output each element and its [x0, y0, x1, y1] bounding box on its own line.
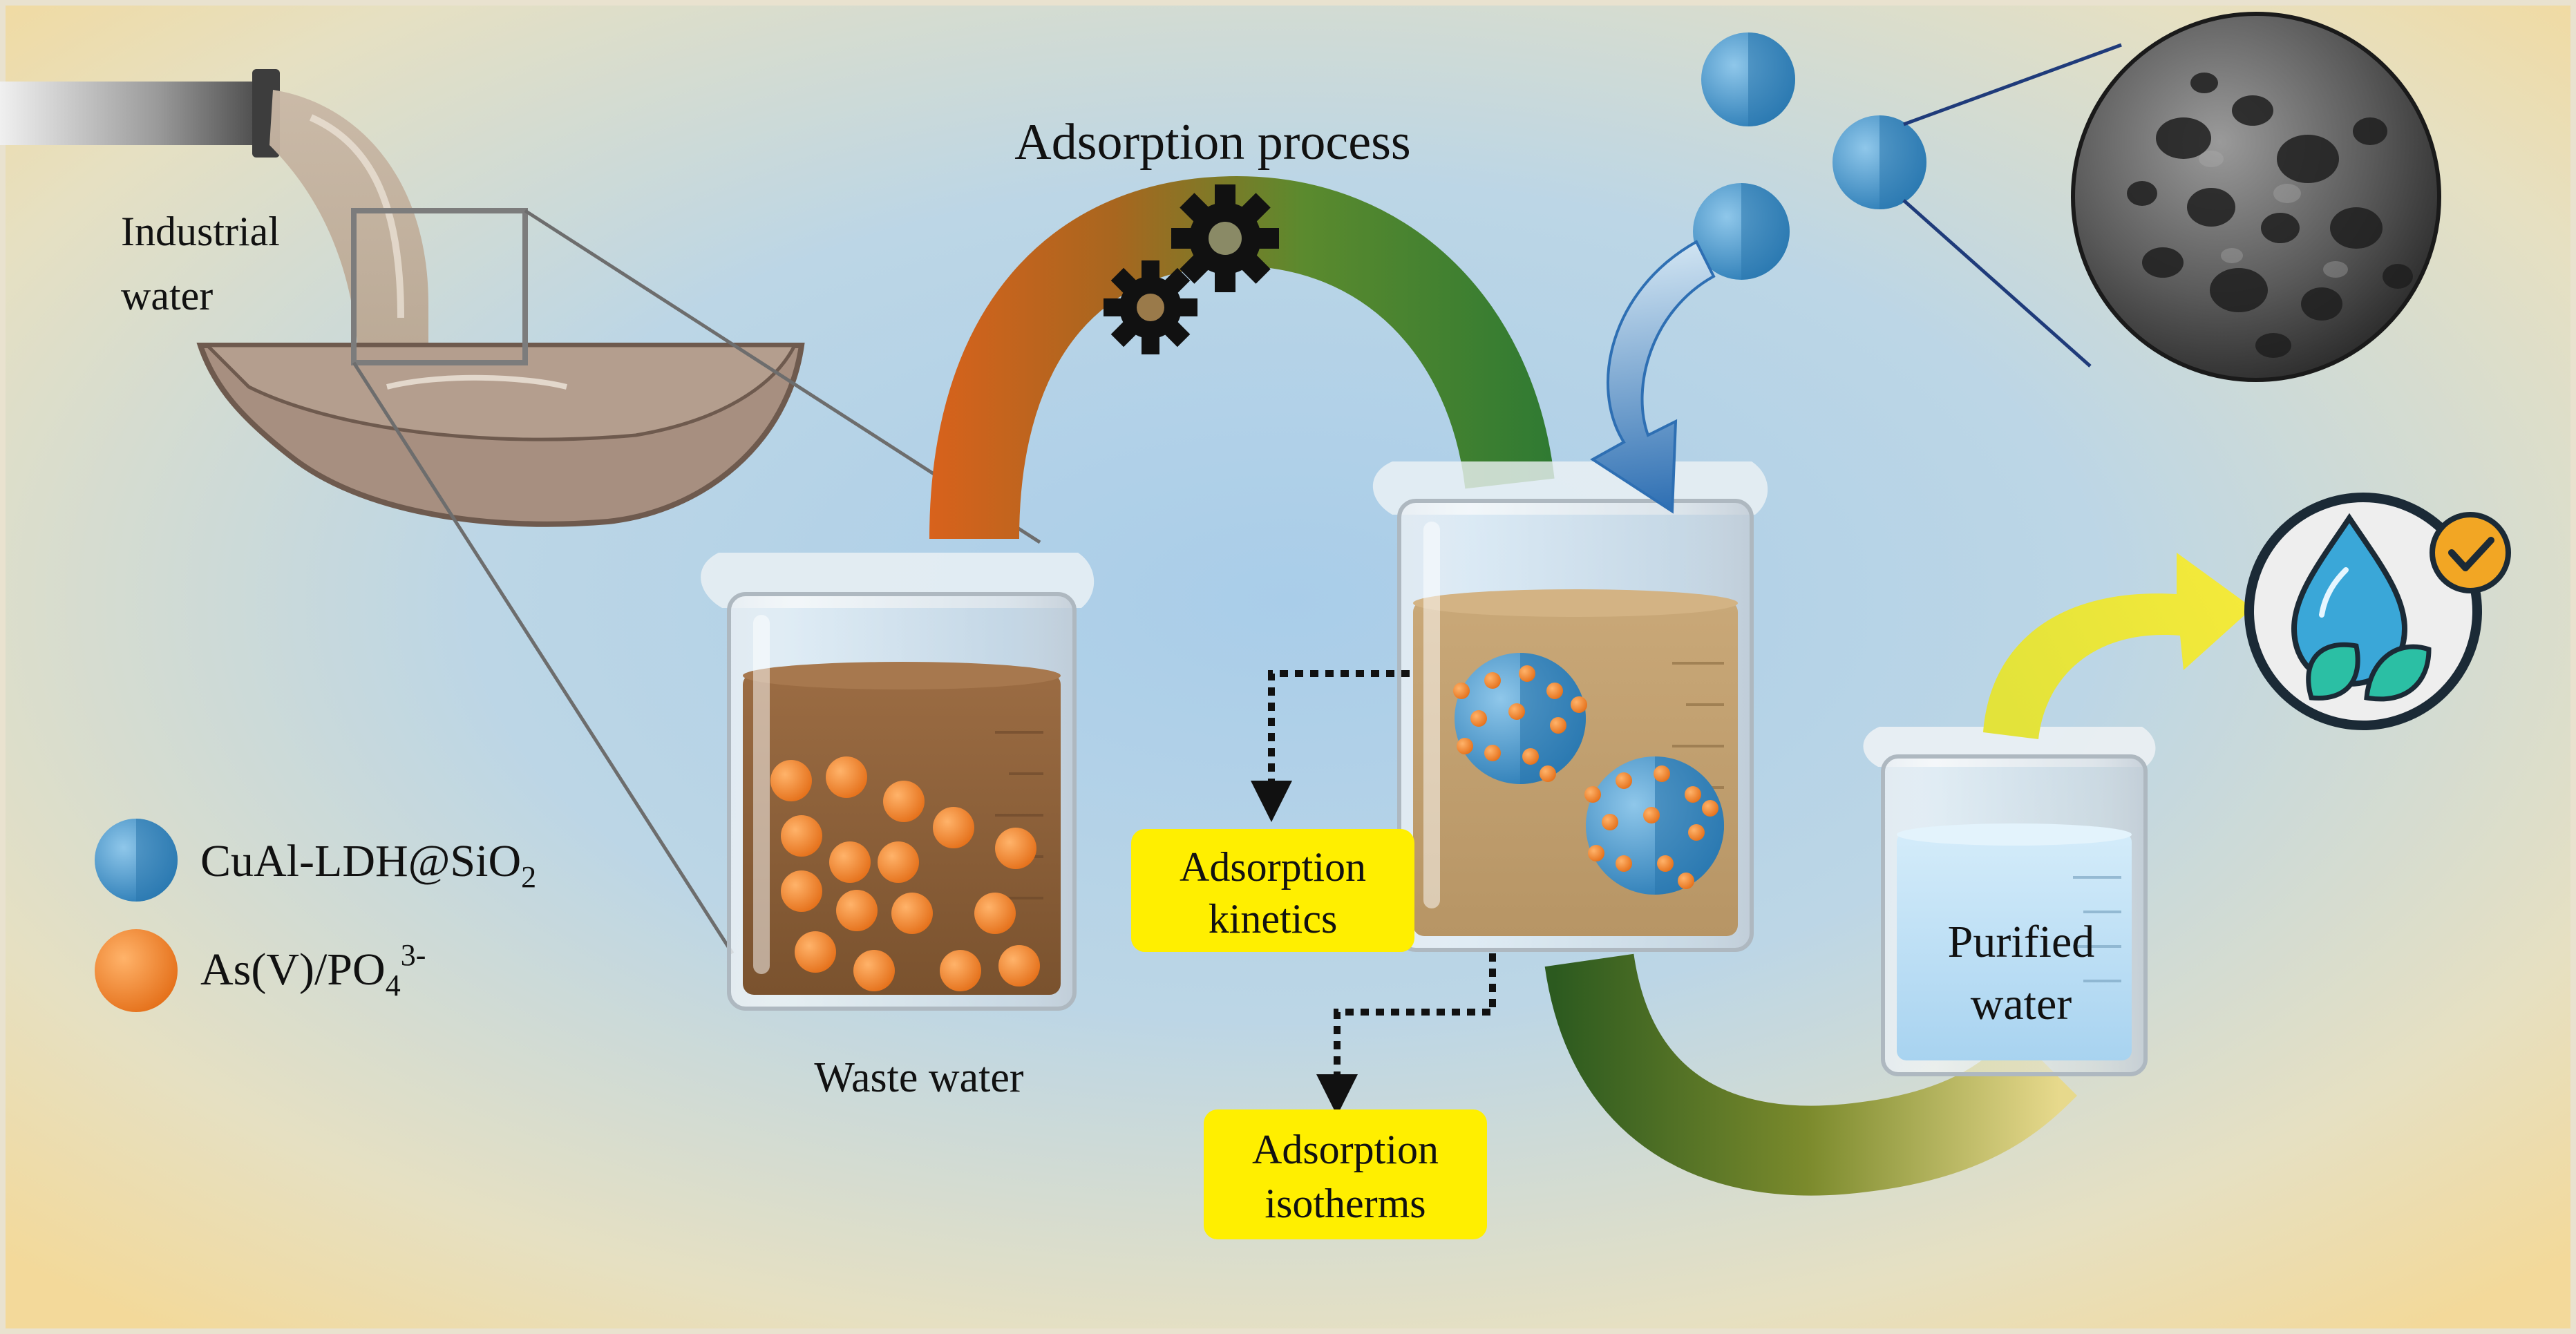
- lower-arc: [1544, 953, 2077, 1196]
- kinetics-label-1: Adsorption: [1180, 844, 1366, 890]
- legend: CuAl-LDH@SiO2 As(V)/PO43-: [95, 819, 536, 1012]
- process-title: Adsorption process: [1014, 114, 1410, 171]
- legend-item-adsorbent: CuAl-LDH@SiO2: [95, 819, 536, 902]
- gear-icon: [1104, 184, 1279, 354]
- legend-item-pollutant: As(V)/PO43-: [95, 929, 426, 1012]
- legend-adsorbent-label: CuAl-LDH@SiO2: [200, 836, 536, 894]
- kinetics-box: Adsorption kinetics: [1131, 829, 1414, 952]
- kinetics-arrow: [1251, 670, 1410, 822]
- purified-liquid: [1897, 832, 2132, 1060]
- industrial-label-1: Industrial: [121, 209, 280, 254]
- industrial-label-2: water: [121, 273, 213, 318]
- check-badge-icon: [2430, 512, 2511, 593]
- water-stream: [269, 90, 428, 387]
- adsorbent-pellets: [1693, 32, 1926, 280]
- output-arrow: [1983, 553, 2253, 739]
- dotted-arrows: [1251, 670, 1496, 1116]
- industrial-water-source: Industrial water: [0, 69, 1041, 955]
- waste-water-label: Waste water: [814, 1054, 1023, 1101]
- dosing-arrow: [1590, 240, 1716, 514]
- zoom-box: [351, 208, 528, 365]
- purified-water-beaker: Purified water: [1863, 727, 2156, 1076]
- water-drop-leaf-icon: [2244, 493, 2482, 730]
- isotherms-box: Adsorption isotherms: [1204, 1109, 1487, 1239]
- loaded-adsorbent: [1453, 653, 1724, 895]
- isotherms-label-1: Adsorption: [1252, 1127, 1439, 1172]
- kinetics-label-2: kinetics: [1209, 896, 1338, 942]
- purified-label-1: Purified: [1948, 917, 2095, 967]
- adsorbent-dosing: [1590, 32, 1926, 514]
- pipe: [0, 82, 263, 145]
- treatment-beaker: [1372, 461, 1768, 952]
- porous-sphere-image: [1902, 12, 2441, 382]
- waste-water-beaker: Waste water: [701, 553, 1095, 1101]
- isotherms-label-2: isotherms: [1265, 1181, 1426, 1226]
- purified-label-2: water: [1971, 979, 2072, 1029]
- pollutant-particles: [770, 756, 1040, 991]
- pollutant-swatch: [95, 929, 178, 1012]
- legend-pollutant-label: As(V)/PO43-: [200, 938, 426, 1002]
